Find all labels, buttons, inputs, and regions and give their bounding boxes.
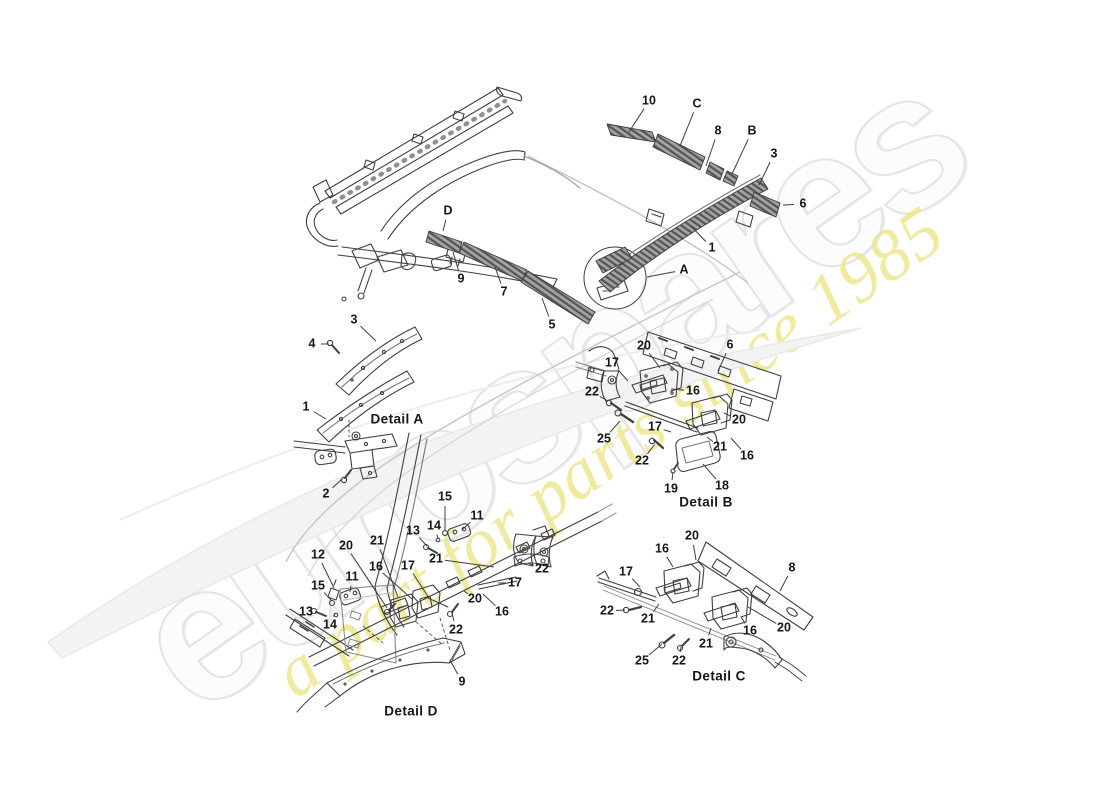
car-body-outline [285, 155, 749, 577]
main-roof-frame [305, 86, 761, 310]
detail-a-group [293, 326, 423, 484]
seal-strips [425, 123, 781, 325]
detail-a-zoom-circle [583, 246, 647, 310]
callout-leader-lines [313, 108, 795, 675]
watermark-swoosh [46, 327, 863, 659]
detail-d-group [285, 432, 617, 713]
detail-c-group [596, 541, 814, 682]
